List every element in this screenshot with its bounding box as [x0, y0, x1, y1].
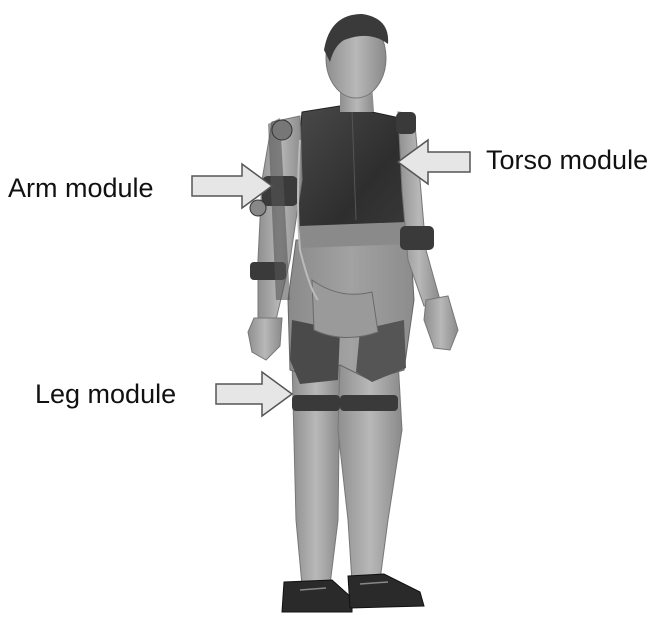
torso-module-vest [296, 104, 410, 248]
torso-module-label: Torso module [486, 147, 648, 174]
head [324, 14, 388, 112]
leg-arrow [216, 372, 292, 416]
arm-module-label: Arm module [8, 175, 154, 202]
leg-module-label: Leg module [35, 381, 176, 408]
legs [292, 360, 402, 585]
leg-module-shorts [288, 236, 414, 384]
